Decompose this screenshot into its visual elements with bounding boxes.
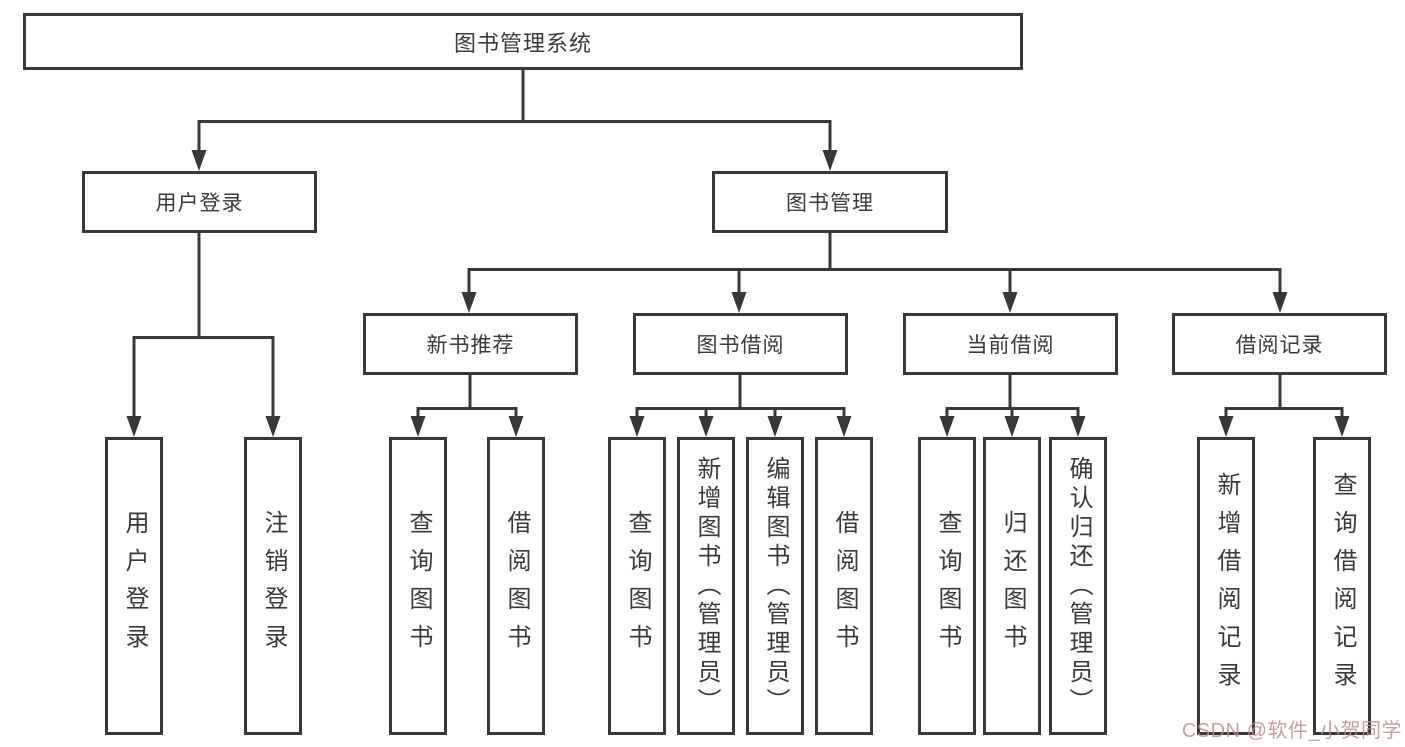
leaf-query-borrow-record: 查询借阅记录: [1313, 437, 1371, 735]
node-label: 归还图书: [999, 510, 1026, 662]
leaf-query-books-current: 查询图书: [918, 437, 976, 735]
leaf-add-books-admin: 新增图书（管理员）: [677, 437, 735, 735]
node-user-login: 用户登录: [82, 171, 317, 233]
node-label: 编辑图书（管理员）: [762, 455, 789, 717]
node-label: 查询借阅记录: [1329, 472, 1356, 700]
leaf-borrow-books: 借阅图书: [815, 437, 873, 735]
node-library-system: 图书管理系统: [23, 13, 1023, 70]
node-book-management: 图书管理: [712, 171, 948, 233]
node-label: 查询图书: [624, 510, 651, 662]
leaf-query-books-borrowing: 查询图书: [608, 437, 666, 735]
node-book-borrowing: 图书借阅: [633, 313, 848, 375]
leaf-edit-books-admin: 编辑图书（管理员）: [746, 437, 804, 735]
node-label: 图书管理系统: [453, 30, 592, 56]
connectors: [132, 70, 1344, 417]
node-current-borrowing: 当前借阅: [903, 313, 1118, 375]
leaf-user-login: 用户登录: [105, 437, 163, 735]
node-label: 借阅图书: [831, 510, 858, 662]
leaf-return-books: 归还图书: [983, 437, 1041, 735]
node-label: 新书推荐: [426, 334, 515, 357]
node-borrow-records: 借阅记录: [1172, 313, 1387, 375]
arrowheads: [126, 150, 1350, 437]
leaf-confirm-return-admin: 确认归还（管理员）: [1049, 437, 1107, 735]
leaf-add-borrow-record: 新增借阅记录: [1197, 437, 1255, 735]
node-label: 当前借阅: [966, 334, 1055, 357]
node-label: 用户登录: [155, 192, 244, 215]
node-label: 查询图书: [405, 510, 432, 662]
leaf-borrow-books-recommend: 借阅图书: [487, 437, 545, 735]
node-label: 图书管理: [786, 192, 874, 215]
node-label: 用户登录: [121, 510, 148, 662]
node-label: 查询图书: [934, 510, 961, 662]
node-new-book-recommend: 新书推荐: [363, 313, 578, 375]
node-label: 图书借阅: [696, 334, 785, 357]
leaf-logout: 注销登录: [244, 437, 302, 735]
node-label: 确认归还（管理员）: [1065, 455, 1092, 717]
leaf-query-books-recommend: 查询图书: [389, 437, 447, 735]
node-label: 借阅图书: [503, 510, 530, 662]
node-label: 借阅记录: [1235, 334, 1324, 357]
node-label: 新增借阅记录: [1213, 472, 1240, 700]
csdn-watermark: CSDN @软件_小贺同学: [1181, 720, 1402, 742]
node-label: 新增图书（管理员）: [693, 455, 720, 717]
node-label: 注销登录: [260, 510, 287, 662]
